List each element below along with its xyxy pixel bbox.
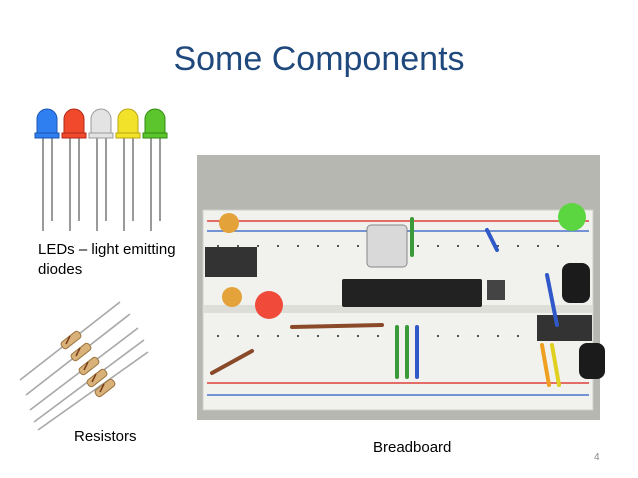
breadboard-caption: Breadboard — [373, 439, 452, 456]
leds-photo — [34, 108, 168, 231]
led-yellow — [115, 108, 141, 231]
slide-number: 4 — [594, 452, 600, 463]
leds-caption: LEDs – light emitting diodes — [38, 241, 176, 278]
slide-title: Some Components — [173, 40, 465, 78]
led-green — [142, 108, 168, 231]
breadboard-photo — [197, 155, 605, 420]
resistors-caption: Resistors — [74, 428, 137, 445]
led-red — [61, 108, 87, 231]
resistors-photo — [19, 301, 149, 431]
led-white — [88, 108, 114, 231]
led-blue — [34, 108, 60, 231]
